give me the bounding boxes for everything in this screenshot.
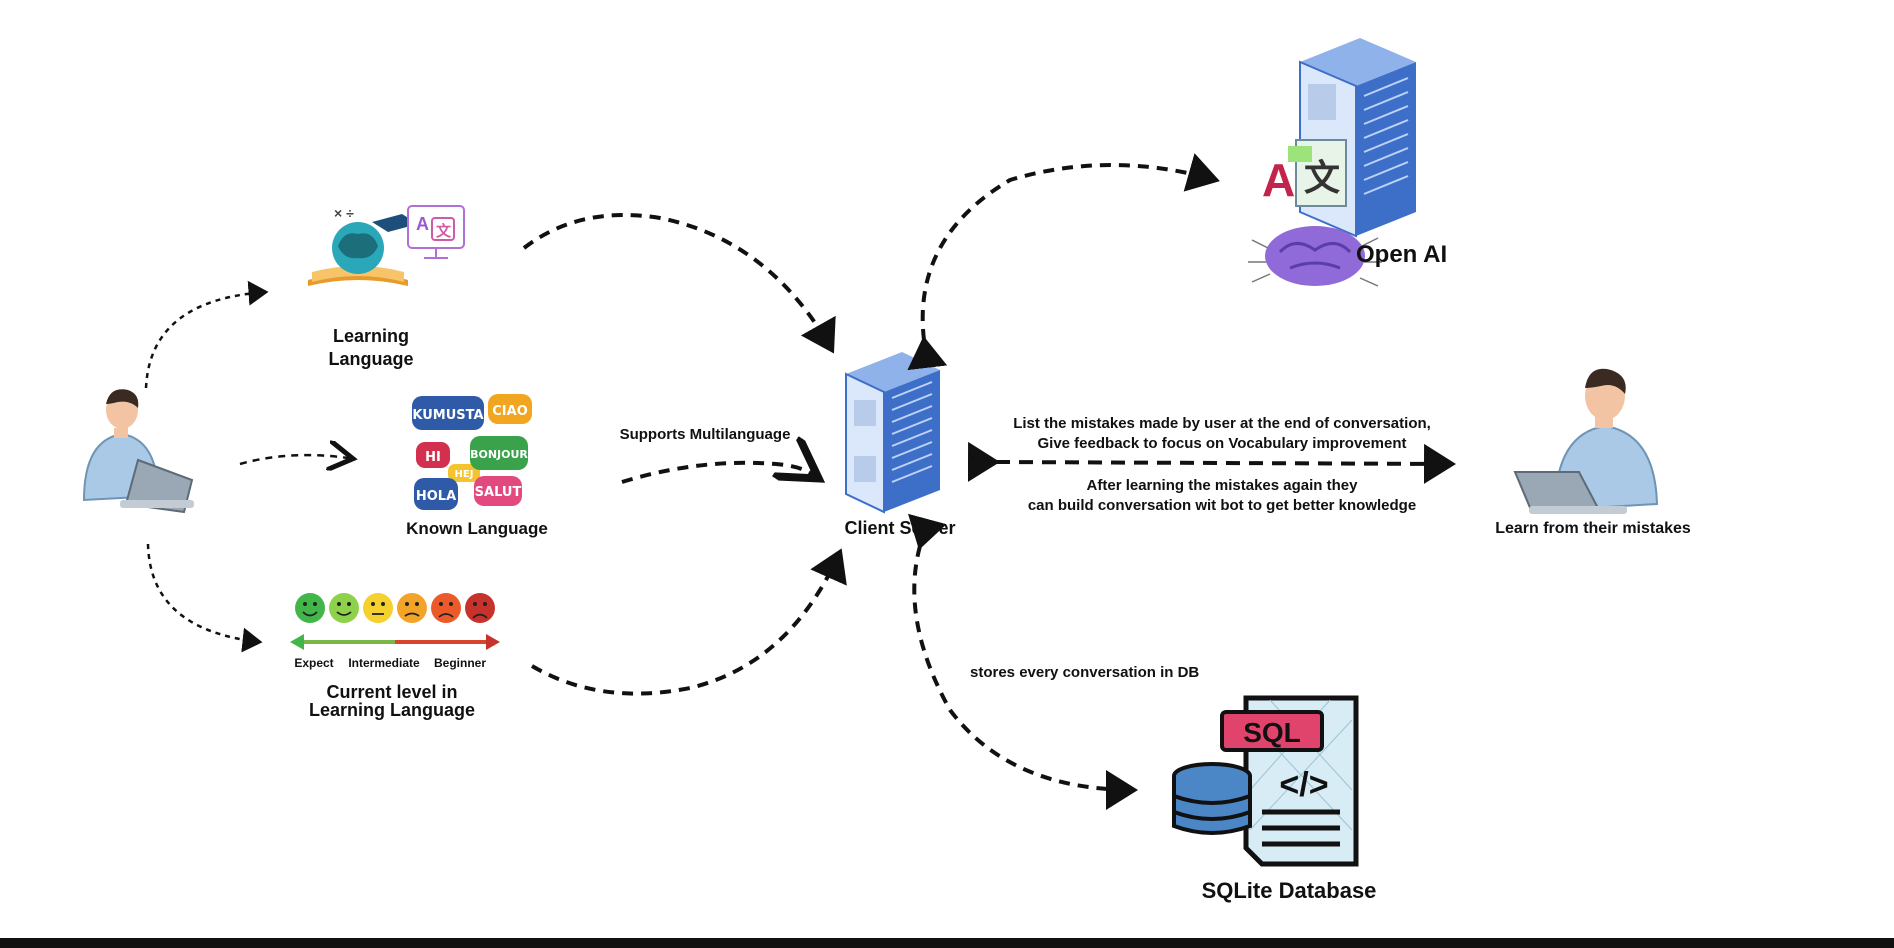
openai-glyph-a: A bbox=[1262, 154, 1295, 206]
arrow-server-learner bbox=[967, 441, 1456, 484]
level-scale-beginner: Beginner bbox=[433, 656, 486, 670]
current-level-label-line1: Current level in bbox=[326, 682, 458, 702]
arrow-user-to-known bbox=[239, 455, 348, 464]
learning-language-label-line1: Learning bbox=[332, 326, 409, 346]
learning-language-label-line2: Language bbox=[328, 349, 414, 369]
supports-multilanguage-label: Supports Multilanguage bbox=[619, 426, 791, 443]
known-language-icon: KUMUSTA CIAO HI HEJ BONJOUR HOLA SALUT bbox=[412, 394, 532, 510]
current-level-label: Current level in Learning Language bbox=[290, 683, 494, 719]
language-bubble-bonjour: BONJOUR bbox=[470, 448, 528, 461]
sql-badge: SQL bbox=[1243, 717, 1301, 748]
language-bubble-salut: SALUT bbox=[475, 485, 522, 500]
level-scale-icon bbox=[290, 593, 500, 650]
svg-text:文: 文 bbox=[436, 222, 452, 240]
arrow-user-to-level bbox=[146, 543, 263, 653]
arrow-server-openai bbox=[907, 153, 1220, 371]
svg-text:× ÷: × ÷ bbox=[334, 205, 354, 221]
user-right-icon bbox=[1513, 368, 1659, 514]
arrow-user-to-learning bbox=[144, 280, 269, 389]
current-level-label-line2: Learning Language bbox=[308, 700, 476, 720]
bottom-border bbox=[0, 938, 1894, 948]
arrows bbox=[144, 153, 1456, 810]
openai-icon: A 文 bbox=[1248, 38, 1416, 287]
svg-text:A: A bbox=[416, 214, 429, 234]
openai-glyph-translate: 文 bbox=[1304, 157, 1340, 198]
arrow-learning-to-server bbox=[522, 212, 836, 354]
level-scale-expect: Expect bbox=[294, 656, 334, 670]
arrow-level-to-server bbox=[530, 548, 847, 696]
level-scale-intermediate: Intermediate bbox=[348, 656, 420, 670]
user-left-icon bbox=[82, 389, 194, 514]
relearn-label: After learning the mistakes again they c… bbox=[992, 476, 1452, 516]
language-bubble-hej: HEJ bbox=[455, 469, 474, 480]
feedback-label-line2: Give feedback to focus on Vocabulary imp… bbox=[1037, 435, 1407, 452]
known-language-label: Known Language bbox=[406, 519, 548, 538]
client-server-label: Client Server bbox=[844, 518, 956, 538]
learner-label: Learn from their mistakes bbox=[1495, 520, 1691, 537]
language-bubble-kumusta: KUMUSTA bbox=[412, 408, 483, 423]
relearn-label-line2: can build conversation wit bot to get be… bbox=[1027, 497, 1417, 514]
language-bubble-hola: HOLA bbox=[416, 489, 456, 504]
arrow-known-to-server bbox=[621, 463, 812, 484]
openai-label: Open AI bbox=[1356, 241, 1448, 268]
feedback-label-line1: List the mistakes made by user at the en… bbox=[1013, 415, 1431, 432]
sql-code-glyph: </> bbox=[1279, 766, 1328, 804]
learning-language-icon: × ÷ A 文 bbox=[308, 205, 465, 286]
client-server-icon bbox=[845, 352, 940, 514]
learning-language-label: Learning Language bbox=[300, 325, 442, 371]
relearn-label-line1: After learning the mistakes again they bbox=[1086, 477, 1358, 494]
language-bubble-hi: HI bbox=[425, 450, 441, 465]
stores-conversation-label: stores every conversation in DB bbox=[970, 664, 1200, 681]
language-bubble-ciao: CIAO bbox=[492, 404, 528, 419]
arrow-server-sqlite bbox=[907, 513, 1138, 810]
feedback-label: List the mistakes made by user at the en… bbox=[992, 414, 1452, 454]
sqlite-icon: SQL </> bbox=[1172, 695, 1359, 867]
sqlite-label: SQLite Database bbox=[1201, 878, 1377, 903]
